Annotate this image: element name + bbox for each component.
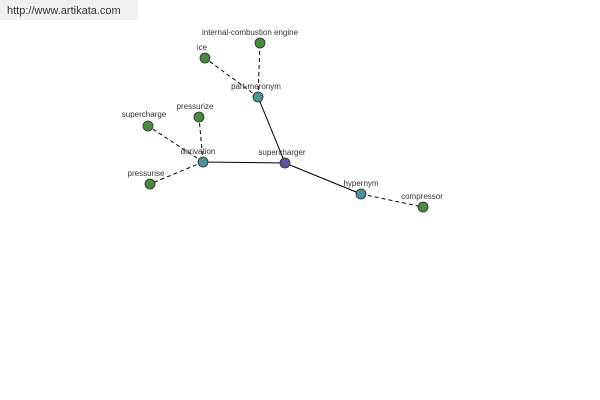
node-compressor[interactable] <box>417 201 429 213</box>
node-supercharge[interactable] <box>142 120 154 132</box>
node-hypernym[interactable] <box>355 188 367 200</box>
edge-part-meronym-to-internal-combustion-engine <box>257 42 261 98</box>
edge-part-meronym-to-ice <box>204 57 259 98</box>
node-label-supercharger[interactable]: supercharger <box>258 148 305 157</box>
node-supercharger[interactable] <box>279 157 291 169</box>
url-banner: http://www.artikata.com <box>0 0 138 20</box>
edge-hypernym-to-compressor <box>360 193 424 208</box>
node-derivation[interactable] <box>197 156 209 168</box>
edge-supercharger-to-derivation <box>202 161 286 164</box>
node-label-compressor[interactable]: compressor <box>401 192 443 201</box>
node-part-meronym[interactable] <box>252 91 264 103</box>
node-label-pressurise[interactable]: pressurise <box>128 169 165 178</box>
node-pressurise[interactable] <box>144 178 156 190</box>
graph-edges <box>147 42 424 208</box>
graph-nodes <box>142 37 429 213</box>
node-label-pressurize[interactable]: pressurize <box>177 102 214 111</box>
node-label-internal-combustion-engine[interactable]: internal-combustion engine <box>202 28 299 37</box>
graph-labels: supercharger part-meronym derivation hypern… <box>122 28 443 201</box>
edge-derivation-to-pressurize <box>198 116 204 163</box>
node-label-part-meronym[interactable]: part-meronym <box>231 82 281 91</box>
node-label-supercharge[interactable]: supercharge <box>122 110 167 119</box>
node-label-hypernym[interactable]: hypernym <box>343 179 378 188</box>
node-internal-combustion-engine[interactable] <box>254 37 266 49</box>
node-ice[interactable] <box>199 52 211 64</box>
edge-derivation-to-pressurise <box>149 161 204 185</box>
edge-supercharger-to-part-meronym <box>257 96 286 164</box>
edge-supercharger-to-hypernym <box>284 162 362 195</box>
site-url-link[interactable]: http://www.artikata.com <box>7 5 121 17</box>
node-label-ice[interactable]: ice <box>197 43 208 52</box>
edge-derivation-to-supercharge <box>147 125 204 163</box>
node-label-derivation[interactable]: derivation <box>181 147 216 156</box>
node-pressurize[interactable] <box>193 111 205 123</box>
